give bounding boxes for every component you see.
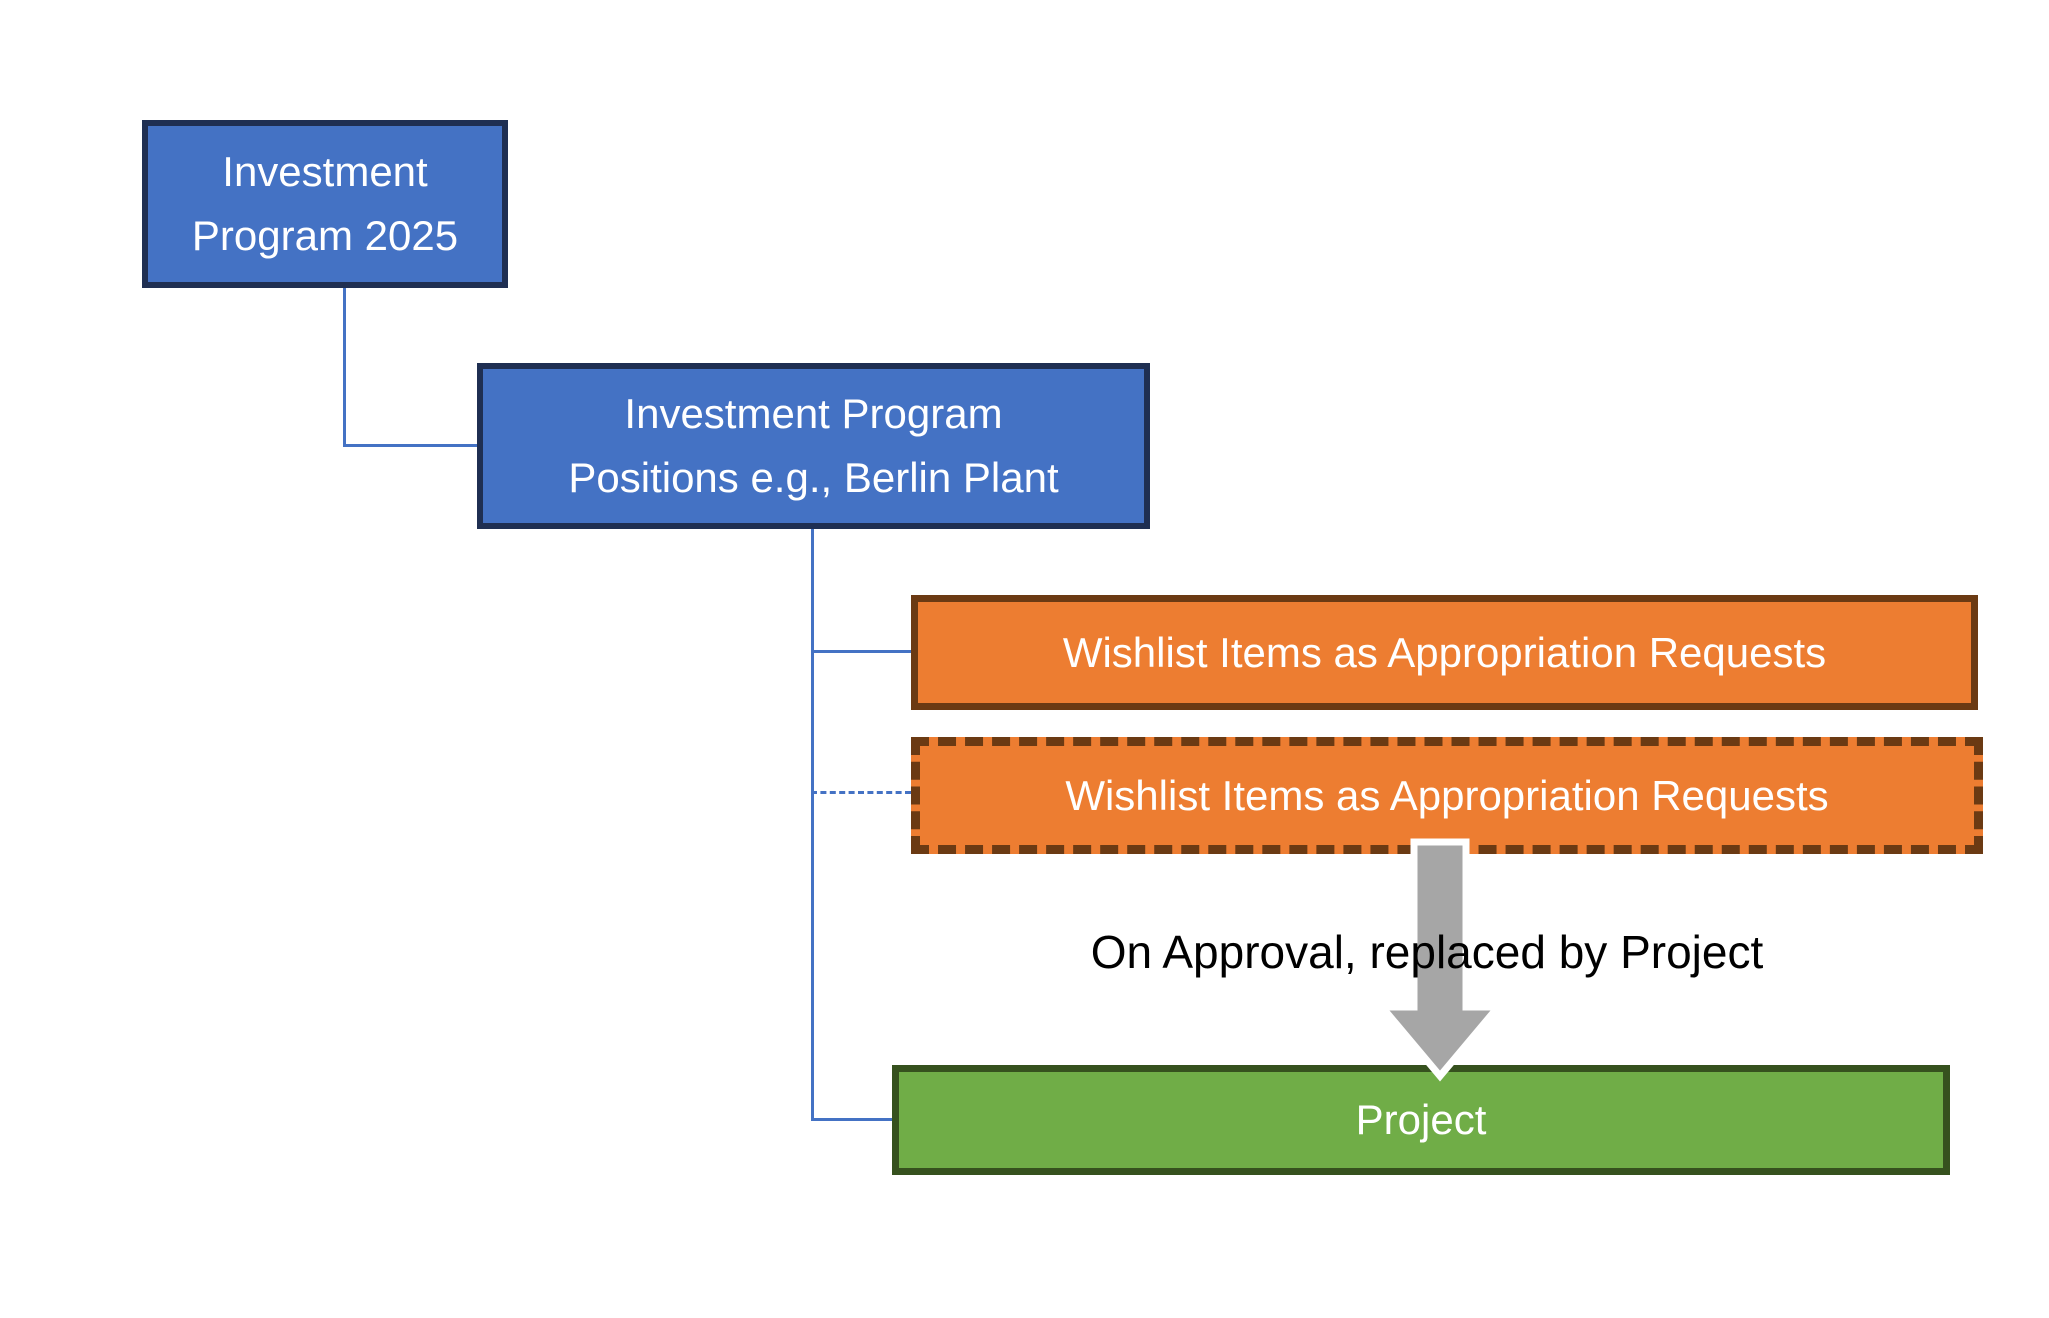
- node-wishlist-items-dashed: Wishlist Items as Appropriation Requests: [911, 737, 1983, 854]
- down-arrow-icon: [1374, 838, 1506, 1082]
- connector-branch-to-project: [811, 1118, 892, 1121]
- connector-branch-to-wishlist-solid: [811, 650, 911, 653]
- connector-positions-trunk-vertical: [811, 529, 814, 1121]
- node-project: Project: [892, 1065, 1950, 1175]
- node-project-label: Project: [1355, 1096, 1487, 1143]
- node-investment-program-2025-line2: Program 2025: [191, 212, 459, 259]
- annotation-on-approval: On Approval, replaced by Project: [1090, 926, 1764, 978]
- node-wishlist-items-solid-label: Wishlist Items as Appropriation Requests: [1062, 628, 1827, 676]
- node-investment-program-positions-line2: Positions e.g., Berlin Plant: [568, 454, 1059, 501]
- node-investment-program-positions: Investment Program Positions e.g., Berli…: [477, 363, 1150, 529]
- connector-program-to-positions-horizontal: [343, 444, 477, 447]
- node-wishlist-items-dashed-label: Wishlist Items as Appropriation Requests: [1065, 771, 1829, 819]
- connector-branch-to-wishlist-dashed: [811, 791, 911, 794]
- node-investment-program-2025-line1: Investment: [222, 148, 428, 195]
- node-wishlist-items-solid: Wishlist Items as Appropriation Requests: [911, 595, 1978, 710]
- connector-program-to-positions-vertical: [343, 288, 346, 446]
- node-investment-program-2025: Investment Program 2025: [142, 120, 508, 288]
- node-investment-program-positions-line1: Investment Program: [624, 390, 1003, 437]
